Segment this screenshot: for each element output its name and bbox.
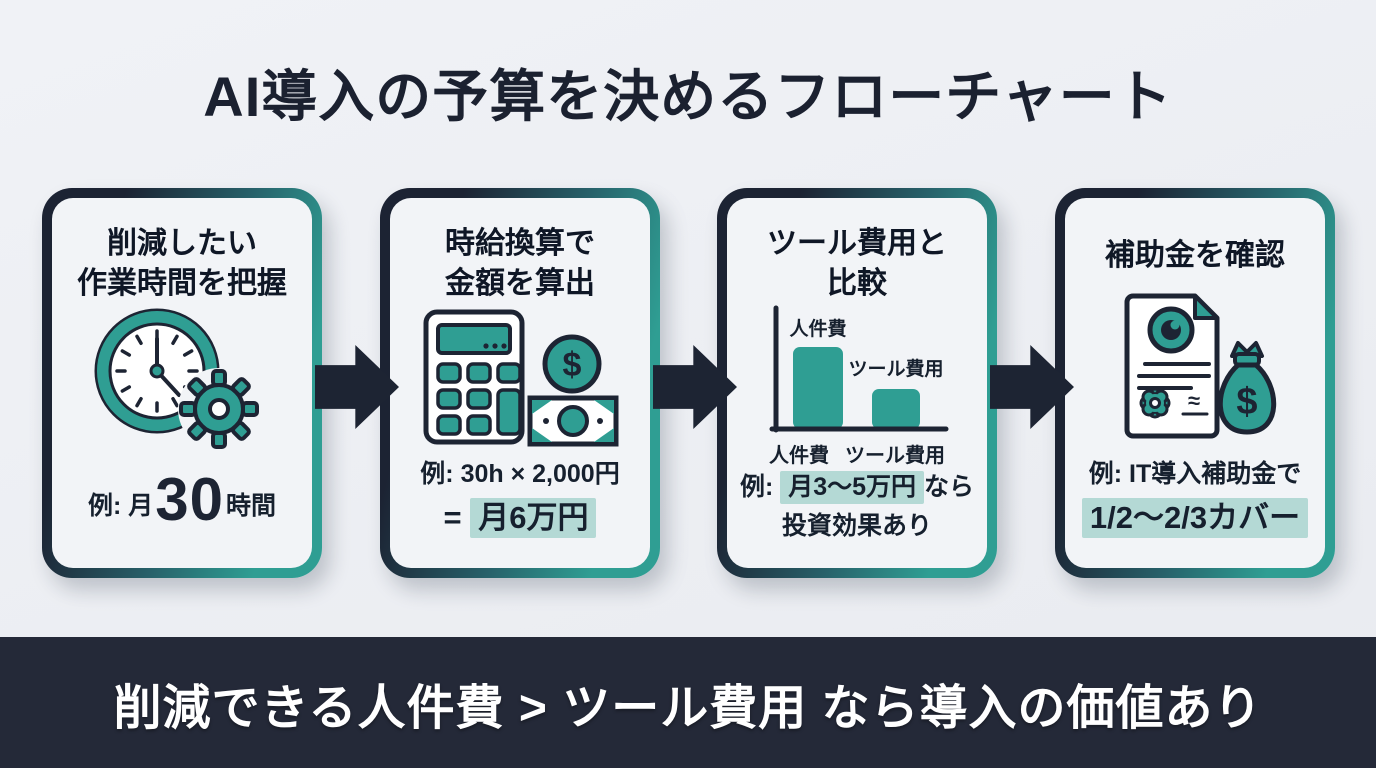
svg-text:人件費: 人件費 <box>789 317 846 340</box>
tool-cost-bar <box>872 389 920 430</box>
svg-text:$: $ <box>563 346 582 384</box>
hours-value: 30 <box>155 466 224 534</box>
step-1-example: 例: 月30時間 <box>87 466 277 534</box>
emblem-icon <box>1147 306 1195 354</box>
bar-chart-icon: 人件費 ツール費用 <box>769 305 949 433</box>
step-card-4: 補助金を確認 <box>1055 188 1335 578</box>
step-card-1: 削減したい 作業時間を把握 <box>42 188 322 578</box>
svg-text:ツール費用: ツール費用 <box>848 357 943 380</box>
labor-cost-bar <box>793 347 843 430</box>
step-3-title: ツール費用と 比較 <box>767 227 947 300</box>
highlighted-amount: 月3〜5万円 <box>780 471 925 505</box>
conclusion-banner: 削減できる人件費 > ツール費用 なら導入の価値あり <box>0 637 1376 768</box>
step-1-title: 削減したい 作業時間を把握 <box>77 227 287 300</box>
chart-axis-labels: 人件費 ツール費用 <box>769 445 945 468</box>
svg-text:≈: ≈ <box>1188 388 1200 413</box>
step-3-example: 例: 月3〜5万円なら 投資効果あり <box>739 471 975 540</box>
step-4-title: 補助金を確認 <box>1105 239 1285 272</box>
gear-icon <box>179 369 259 450</box>
clock-gear-icon <box>94 308 260 451</box>
banknote-icon <box>527 395 619 447</box>
dollar-coin-icon: $ <box>542 334 602 394</box>
step-card-2: 時給換算で 金額を算出 <box>380 188 660 578</box>
svg-text:$: $ <box>1236 381 1257 423</box>
step-card-3: ツール費用と 比較 人件費 ツール費用 人件費 ツール費用 例: 月3〜 <box>717 188 997 578</box>
subsidy-document-money-bag-icon: ≈ $ <box>1124 293 1277 439</box>
step-2-title: 時給換算で 金額を算出 <box>445 227 595 300</box>
page-title: AI導入の予算を決めるフローチャート <box>203 65 1173 128</box>
money-bag-icon: $ <box>1217 341 1277 435</box>
highlighted-coverage: 1/2〜2/3カバー <box>1081 497 1309 538</box>
calculator-money-icon: $ <box>423 309 619 447</box>
step-4-example: 例: IT導入補助金で 1/2〜2/3カバー <box>1081 455 1309 542</box>
step-2-example: 例: 30h × 2,000円 = 月6万円 <box>420 455 620 542</box>
seal-icon <box>1139 387 1171 419</box>
signature-mark: ≈ <box>1181 388 1209 416</box>
conclusion-text: 削減できる人件費 > ツール費用 なら導入の価値あり <box>113 681 1263 735</box>
highlighted-amount: 月6万円 <box>470 497 597 538</box>
